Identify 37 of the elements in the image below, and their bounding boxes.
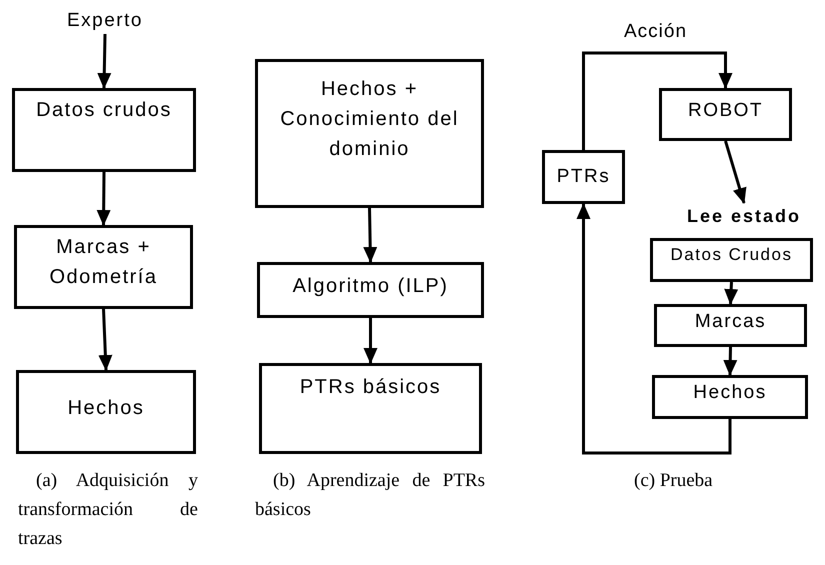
arrow bbox=[364, 318, 378, 364]
box-label: PTRs bbox=[556, 165, 610, 189]
process-box bbox=[652, 375, 808, 419]
arrow bbox=[576, 203, 732, 454]
figure-caption: (b) Aprendizaje de PTRs básicos bbox=[255, 469, 485, 522]
arrow bbox=[96, 172, 111, 226]
arrow bbox=[363, 208, 378, 263]
process-box bbox=[659, 88, 792, 141]
box-label: Hechos bbox=[68, 396, 144, 421]
box-label: Datos Crudos bbox=[670, 244, 792, 266]
process-box bbox=[16, 370, 196, 454]
box-label: Hechos + Conocimiento del dominio bbox=[279, 77, 460, 162]
box-label: Marcas bbox=[694, 310, 766, 334]
arrow bbox=[723, 346, 738, 376]
arrow bbox=[724, 140, 746, 204]
box-label: ROBOT bbox=[688, 99, 764, 123]
process-box bbox=[257, 262, 484, 318]
state-label: Lee estado bbox=[664, 203, 824, 229]
process-box bbox=[255, 59, 484, 208]
process-box bbox=[542, 150, 625, 204]
box-label: Algoritmo (ILP) bbox=[292, 274, 448, 299]
figure-caption: (a) Adquisición y transformación de trazas bbox=[18, 469, 198, 551]
arrow bbox=[582, 52, 732, 150]
process-box bbox=[650, 238, 813, 282]
arrow bbox=[724, 282, 738, 305]
box-label: PTRs básicos bbox=[300, 375, 442, 400]
process-box bbox=[14, 225, 193, 309]
process-box bbox=[12, 88, 196, 172]
process-box bbox=[654, 304, 807, 347]
box-label: Marcas + Odometría bbox=[48, 235, 158, 290]
box-label: Hechos bbox=[693, 381, 767, 405]
arrow bbox=[98, 308, 112, 371]
arrow bbox=[97, 34, 112, 89]
box-label: Datos crudos bbox=[36, 98, 172, 123]
process-box bbox=[259, 363, 482, 454]
figure-caption: (c) Prueba bbox=[634, 469, 714, 493]
source-label: Experto bbox=[55, 6, 155, 34]
